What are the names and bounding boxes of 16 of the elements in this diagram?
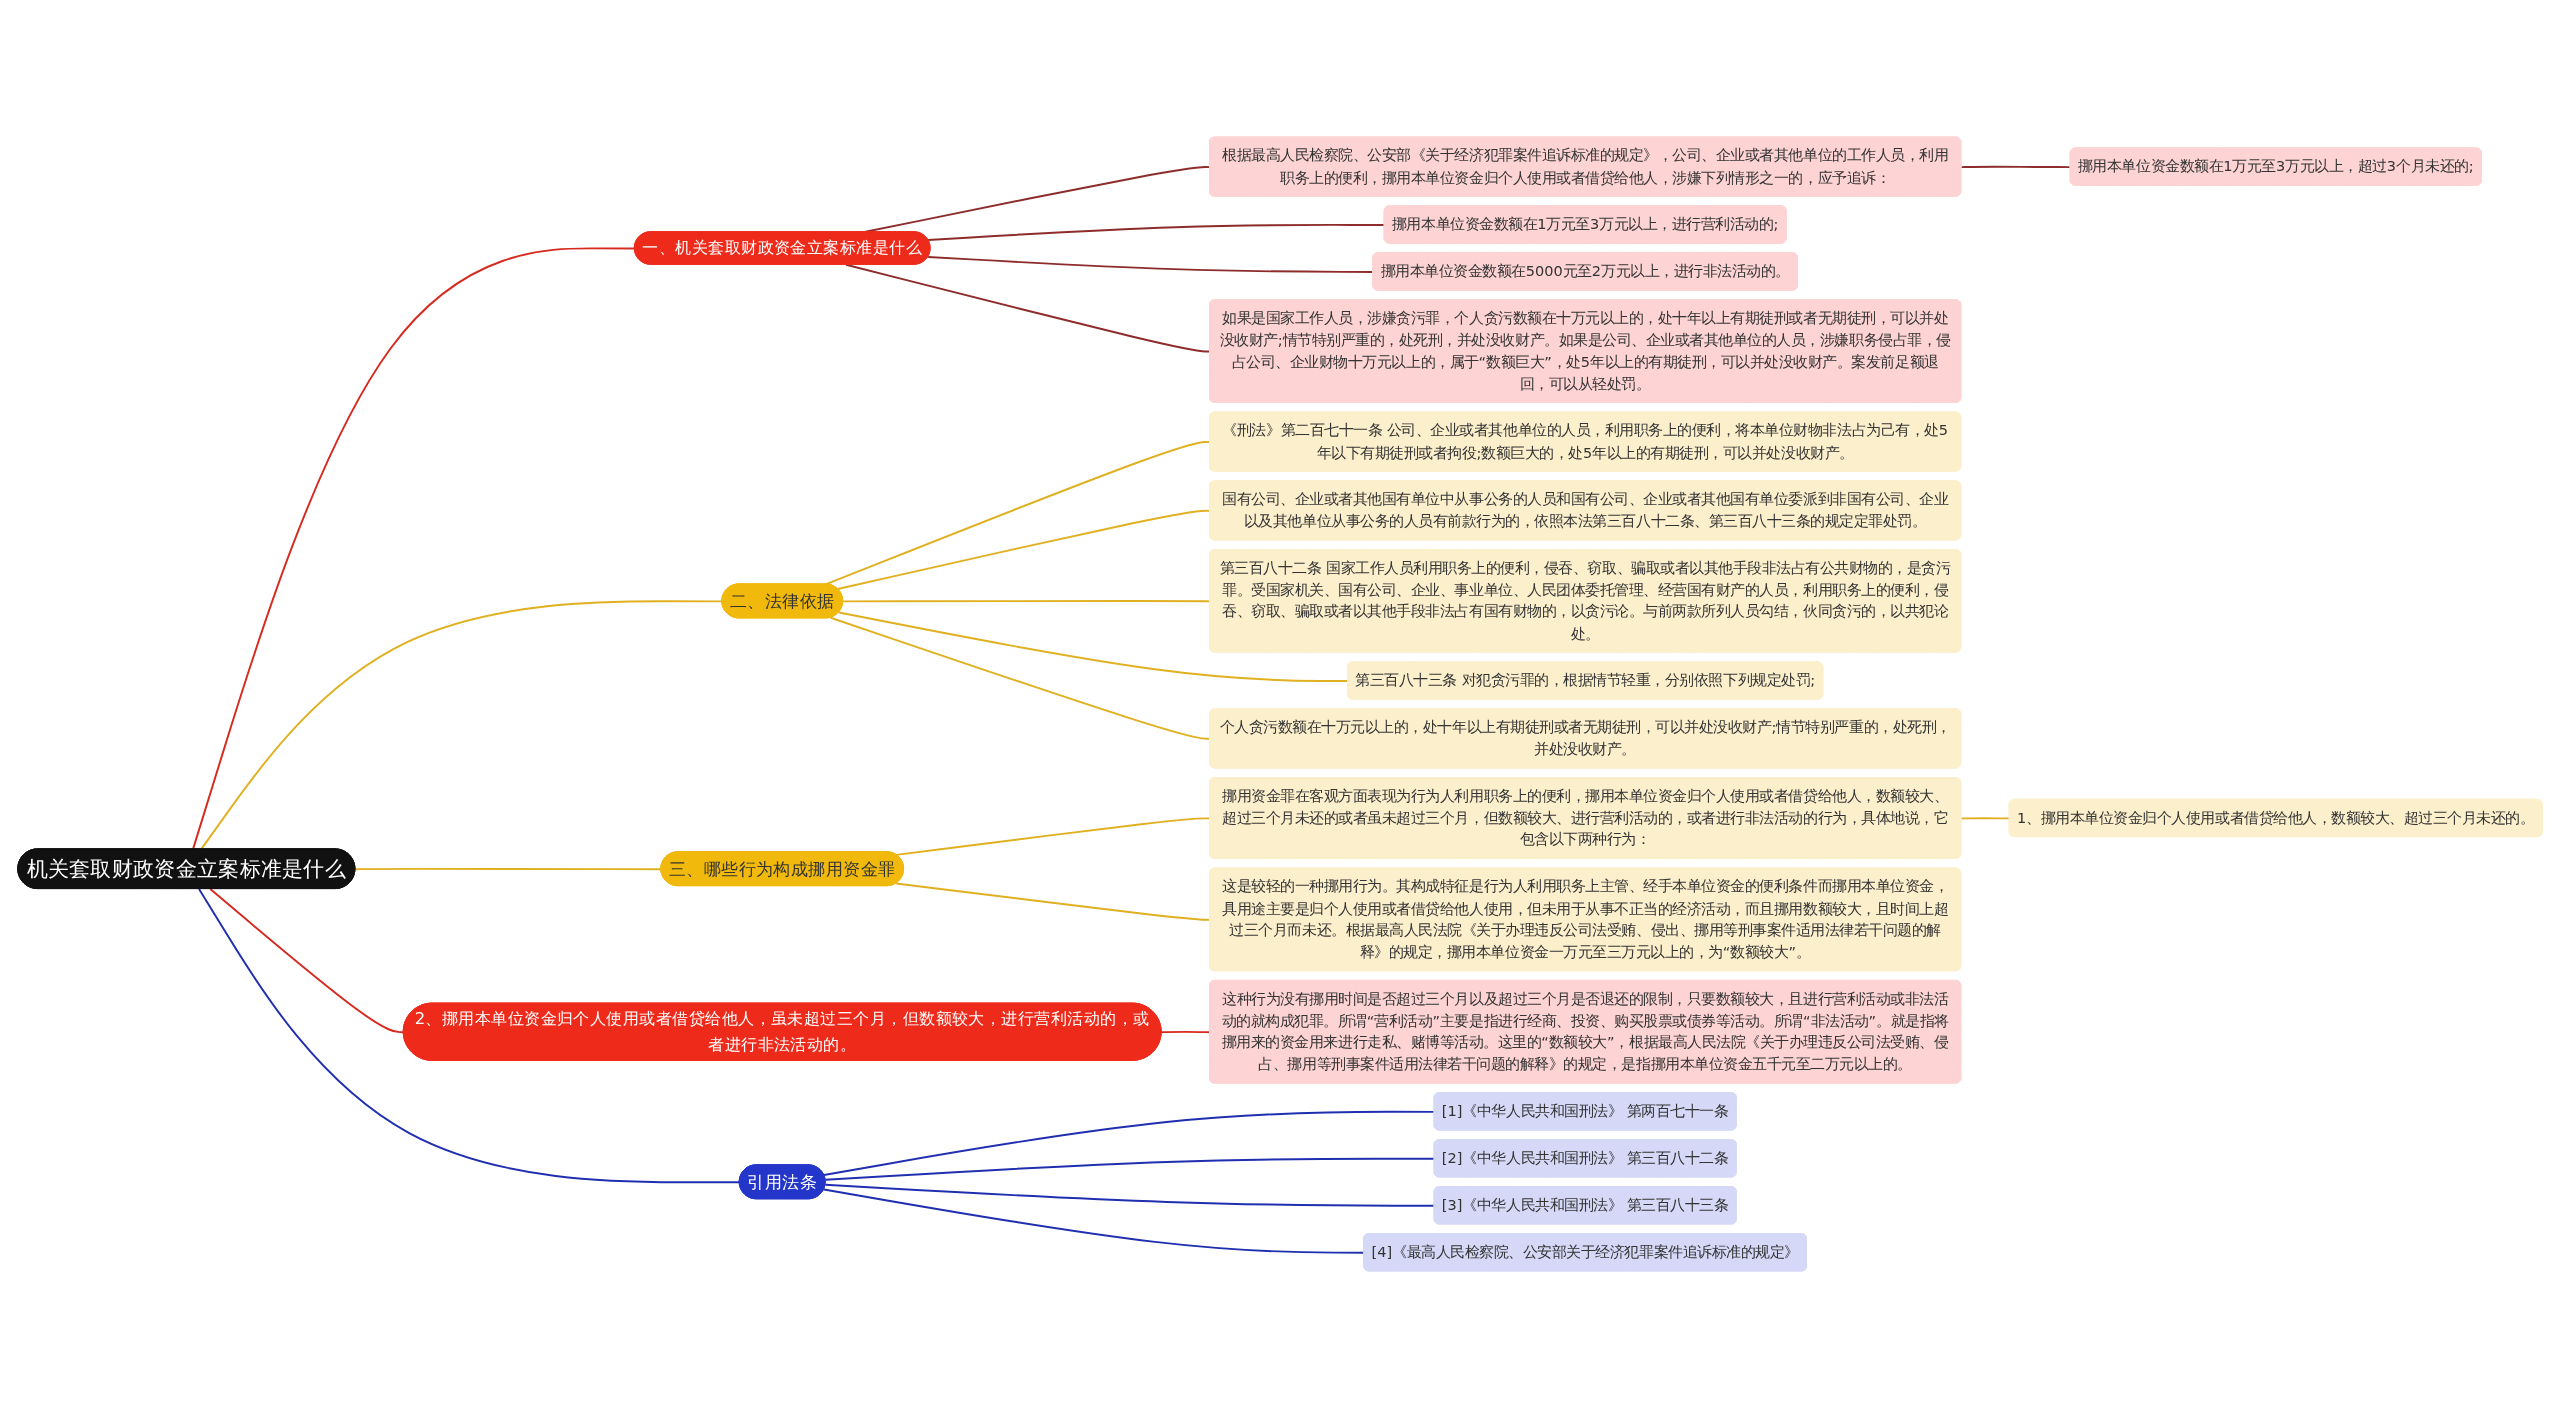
connector [895, 882, 1211, 921]
connector [829, 616, 1211, 740]
connector [824, 1157, 1436, 1181]
connector [837, 611, 1349, 682]
connector [1960, 165, 2072, 169]
connector [1960, 817, 2011, 820]
connector [927, 223, 1386, 241]
connector [842, 600, 1211, 603]
connector [836, 509, 1211, 590]
connector [845, 263, 1211, 353]
connector [1160, 1030, 1211, 1034]
connector [823, 1110, 1436, 1177]
connector [198, 888, 741, 1184]
connector [895, 817, 1211, 856]
connector [824, 1183, 1436, 1207]
connector [209, 888, 405, 1034]
